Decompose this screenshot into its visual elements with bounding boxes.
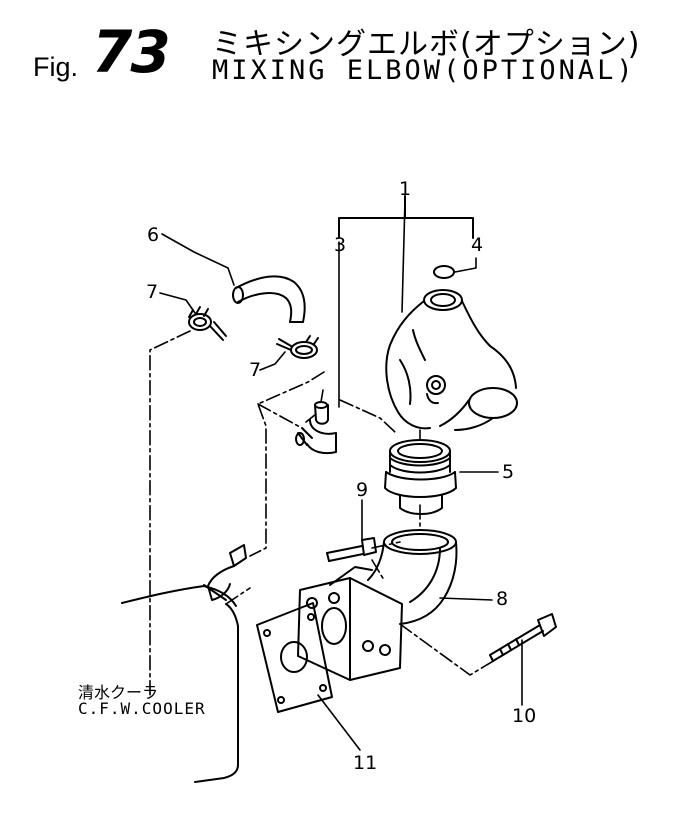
part-8-elbow-flange [297, 529, 458, 681]
callout-11: 11 [353, 752, 378, 774]
cooler-fitting [203, 544, 247, 601]
part-10-bolt [489, 613, 557, 662]
callout-3: 3 [334, 234, 347, 256]
figure-prefix: Fig. [33, 52, 79, 82]
part-1-mixing-elbow [385, 289, 518, 431]
callout-4: 4 [471, 234, 484, 256]
part-6-hose [232, 275, 306, 323]
figure-title-english: MIXING ELBOW(OPTIONAL) [212, 55, 636, 86]
part-11-gasket [256, 602, 333, 713]
fresh-water-cooler [121, 585, 239, 783]
callout-5: 5 [502, 461, 515, 483]
part-3-hose-fitting [295, 401, 337, 455]
callout-9: 9 [356, 479, 369, 501]
callout-7-middle: 7 [249, 359, 262, 381]
part-5-union [384, 439, 457, 515]
callout-1: 1 [399, 178, 412, 200]
part-9-bolt [326, 537, 377, 562]
part-4-cap [433, 265, 455, 279]
figure-title-japanese: ミキシングエルボ(オプション) [212, 27, 641, 62]
assembly-lines [149, 330, 496, 699]
figure-number: 73 [92, 18, 171, 86]
figure-header: Fig. 73 ミキシングエルボ(オプション) MIXING ELBOW(OPT… [0, 0, 693, 110]
callout-6: 6 [147, 224, 160, 246]
part-7-clamp-middle [276, 335, 319, 359]
callout-bracket-1-3-4 [338, 195, 474, 239]
callout-10: 10 [512, 705, 537, 727]
cooler-label-japanese: 清水クーラ [78, 683, 159, 702]
callout-8: 8 [496, 588, 509, 610]
cooler-label-english: C.F.W.COOLER [78, 699, 206, 718]
callout-leaders [159, 199, 523, 751]
callout-7-upper: 7 [146, 281, 159, 303]
part-7-clamp-upper [188, 306, 227, 341]
